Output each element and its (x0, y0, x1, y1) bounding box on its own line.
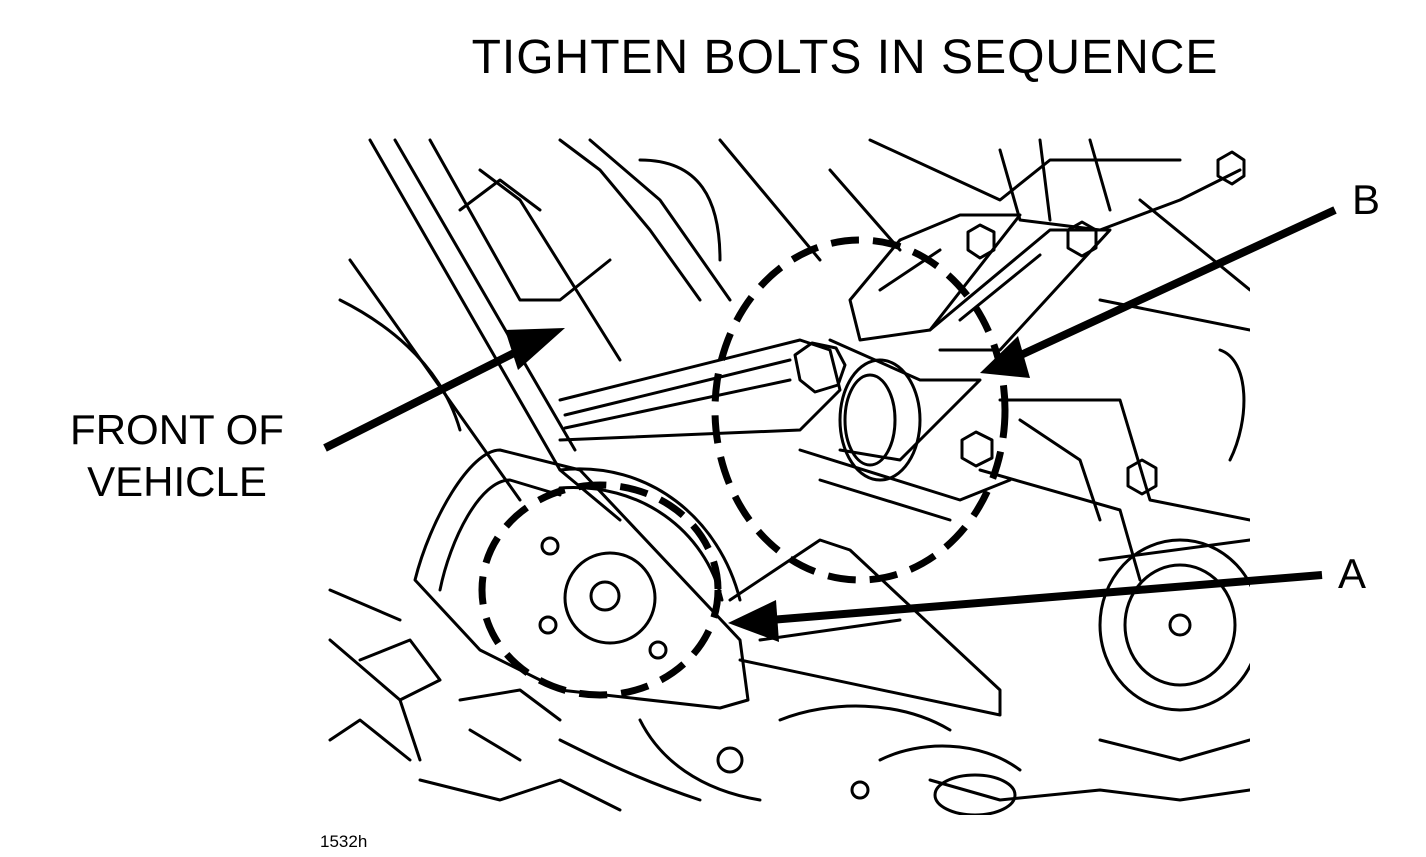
front-of-vehicle-line2: VEHICLE (87, 458, 267, 505)
front-of-vehicle-arrowhead (505, 328, 565, 370)
callout-a-label: A (1338, 550, 1367, 597)
front-of-vehicle-line1: FRONT OF (70, 406, 284, 453)
figure-id: 1532h (320, 832, 368, 851)
mount-b-highlight-circle (711, 236, 1009, 584)
arrow-heads (505, 328, 1030, 642)
leader-arrows (323, 206, 1337, 624)
diagram-title: TIGHTEN BOLTS IN SEQUENCE (471, 31, 1219, 84)
callout-b-arrowhead (980, 336, 1030, 378)
callout-b-label: B (1352, 176, 1381, 223)
mount-a-highlight-circle (478, 481, 722, 699)
callout-a-arrow (769, 571, 1323, 624)
callout-b-arrow (1008, 206, 1337, 364)
front-of-vehicle-label: FRONT OF VEHICLE (52, 404, 302, 508)
front-of-vehicle-arrow (323, 341, 532, 452)
vehicle-structure-linework (328, 138, 1250, 815)
dashed-highlight-circles (478, 236, 1009, 699)
callout-a-arrowhead (728, 600, 779, 642)
